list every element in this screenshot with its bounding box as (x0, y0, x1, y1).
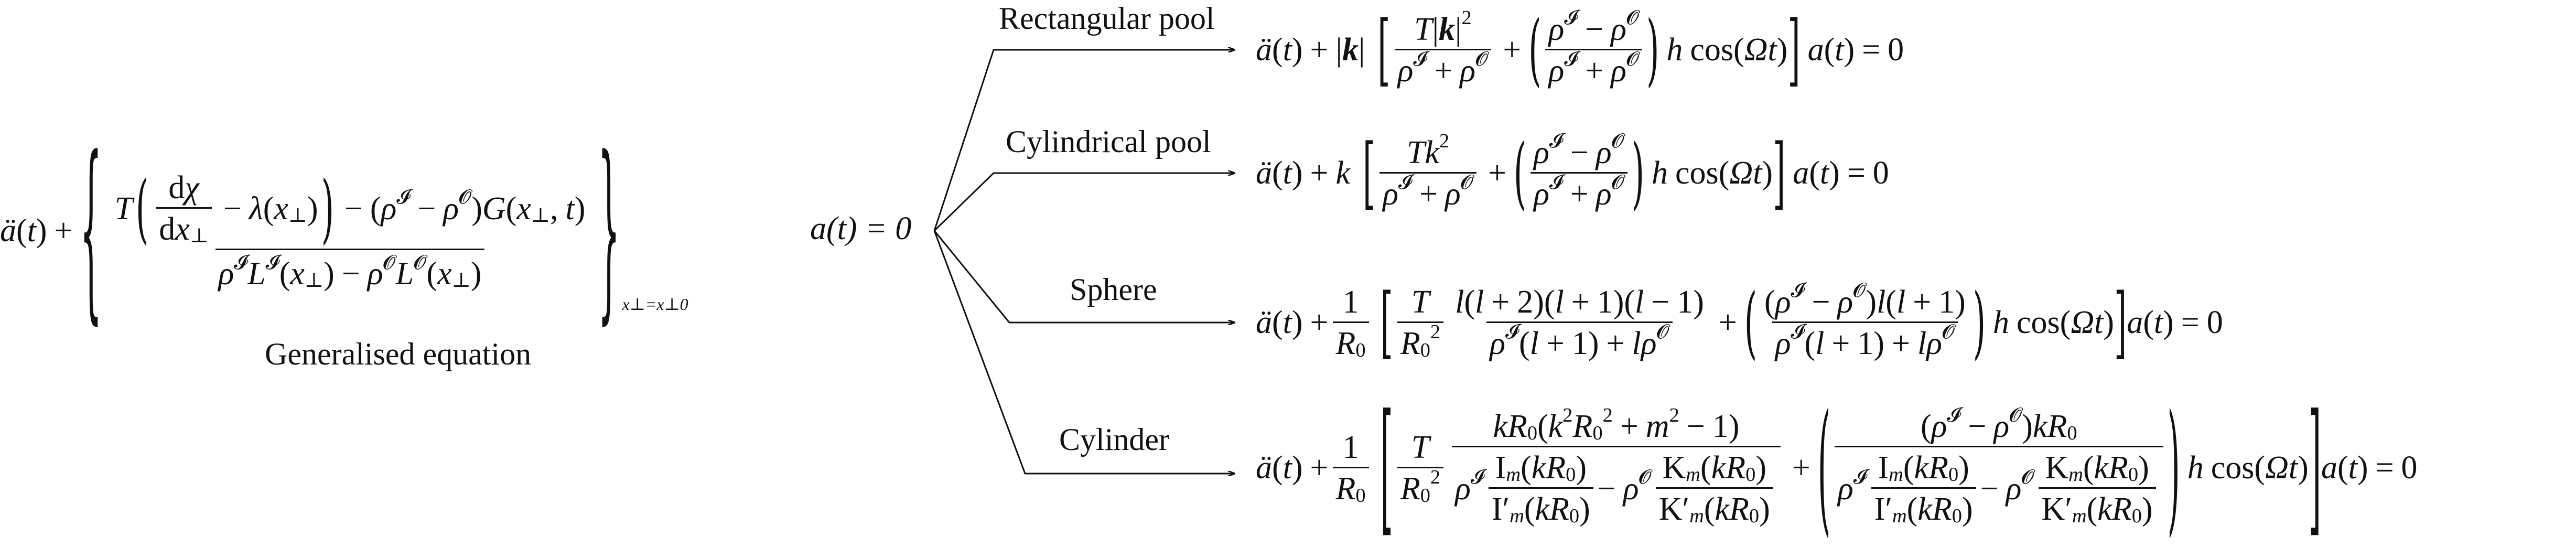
arrow-cylinder (933, 230, 1235, 474)
arrow-cylindrical-pool (933, 173, 1235, 232)
arrow-sphere (933, 230, 1235, 323)
generalised-label: Generalised equation (265, 337, 532, 371)
label-cylinder: Cylinder (1059, 422, 1169, 457)
subscript-condition: x⊥=x⊥0 (622, 295, 688, 314)
arrow-rectangular-pool (933, 50, 1235, 231)
label-rectangular-pool: Rectangular pool (999, 1, 1215, 36)
label-sphere: Sphere (1070, 272, 1157, 307)
center-equation: a(t) = 0 (810, 211, 912, 246)
label-cylindrical-pool: Cylindrical pool (1006, 124, 1211, 159)
